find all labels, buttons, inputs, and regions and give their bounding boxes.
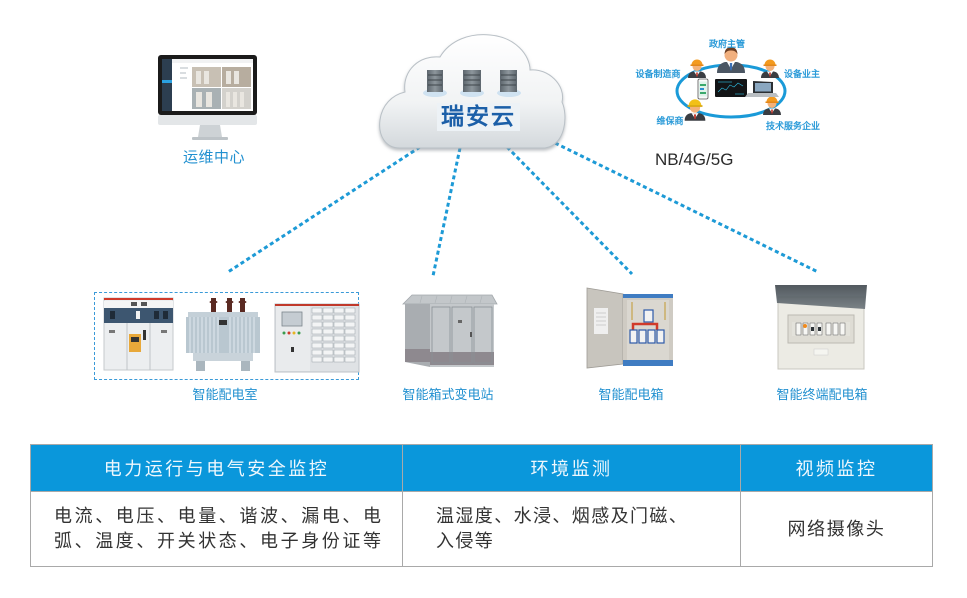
stakeholder-owner-label: 设备业主 bbox=[783, 70, 821, 80]
laptop-icon bbox=[745, 81, 779, 97]
manufacturer-person-icon bbox=[688, 59, 706, 78]
terminal-distribution-box-icon bbox=[775, 285, 867, 370]
phone-icon bbox=[697, 78, 709, 100]
monitor-icon bbox=[715, 79, 747, 97]
cloud-icon bbox=[379, 34, 566, 149]
stakeholder-government-label: 政府主管 bbox=[708, 40, 746, 50]
network-label: NB/4G/5G bbox=[655, 150, 734, 169]
mcc-cabinet-icon bbox=[274, 303, 360, 373]
link-to-distribution-box bbox=[505, 145, 634, 276]
cloud-title: 瑞安云 bbox=[437, 103, 520, 131]
device-label-power-room: 智能配电室 bbox=[192, 388, 258, 403]
switchgear-icon bbox=[103, 297, 174, 371]
table-cell-power-safety: 电流、电压、电量、谐波、漏电、电弧、温度、开关状态、电子身份证等 bbox=[30, 491, 403, 567]
server-icon bbox=[460, 70, 484, 97]
transformer-icon bbox=[186, 298, 260, 371]
monitor-icon bbox=[158, 55, 257, 140]
device-label-terminal-box: 智能终端配电箱 bbox=[776, 388, 868, 403]
link-to-power-room bbox=[227, 145, 421, 274]
table-header-video: 视频监控 bbox=[740, 444, 933, 492]
distribution-box-icon bbox=[586, 287, 673, 369]
stakeholder-manufacturer-label: 设备制造商 bbox=[635, 70, 681, 80]
link-to-box-substation bbox=[431, 147, 462, 277]
ops-center-label: 运维中心 bbox=[183, 148, 246, 166]
table-cell-environment-text: 温湿度、水浸、烟感及门磁、入侵等 bbox=[436, 506, 689, 552]
stakeholder-graphic bbox=[675, 47, 787, 121]
monitoring-feature-table: 电力运行与电气安全监控 环境监测 视频监控 电流、电压、电量、谐波、漏电、电弧、… bbox=[30, 444, 933, 567]
server-icon bbox=[423, 70, 447, 97]
table-cell-environment: 温湿度、水浸、烟感及门磁、入侵等 bbox=[402, 491, 741, 567]
device-label-distribution-box: 智能配电箱 bbox=[598, 388, 664, 403]
government-person-icon bbox=[717, 47, 745, 73]
device-label-box-substation: 智能箱式变电站 bbox=[402, 388, 494, 403]
cloud-platform: 瑞安云 bbox=[376, 30, 572, 154]
table-cell-video: 网络摄像头 bbox=[740, 491, 933, 567]
maintenance-person-icon bbox=[684, 99, 706, 121]
owner-person-icon bbox=[761, 59, 779, 78]
stakeholder-ring: 政府主管 设备制造商 设备业主 维保商 技术服务企业 bbox=[635, 36, 836, 136]
table-header-environment: 环境监测 bbox=[402, 444, 741, 492]
server-icon bbox=[497, 70, 521, 97]
table-row: 电流、电压、电量、谐波、漏电、电弧、温度、开关状态、电子身份证等 温湿度、水浸、… bbox=[30, 491, 933, 567]
box-substation-icon bbox=[402, 294, 498, 367]
table-header-power-safety: 电力运行与电气安全监控 bbox=[30, 444, 403, 492]
table-header-row: 电力运行与电气安全监控 环境监测 视频监控 bbox=[30, 444, 933, 492]
ops-center: 运维中心 bbox=[156, 53, 262, 166]
tech-service-person-icon bbox=[763, 96, 781, 115]
stakeholder-maintenance-label: 维保商 bbox=[656, 117, 684, 127]
stakeholder-tech-service-label: 技术服务企业 bbox=[765, 122, 821, 132]
